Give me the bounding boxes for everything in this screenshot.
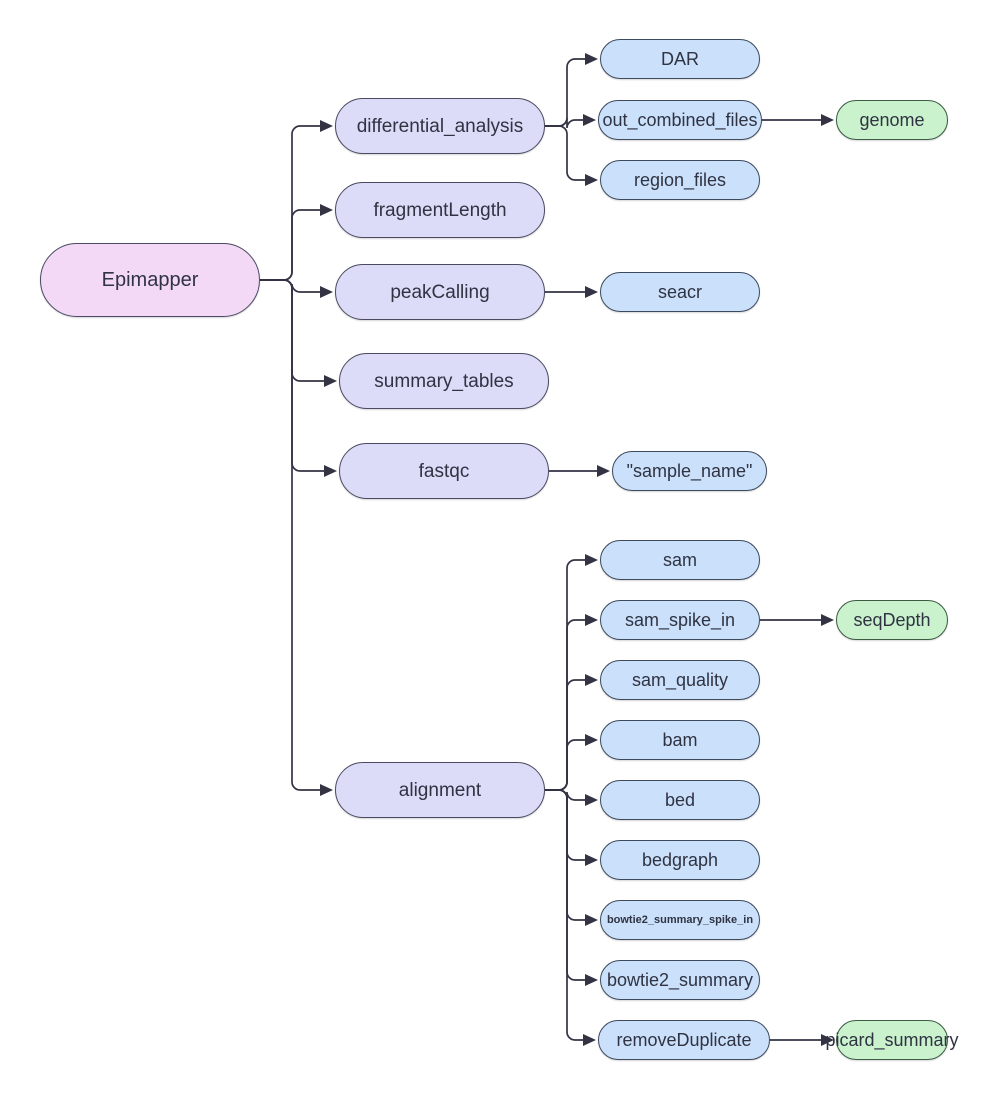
arrowhead-alignment-to-sam_spike_in	[585, 614, 598, 626]
node-label-bowtie2_summary_spike_in: bowtie2_summary_spike_in	[606, 913, 754, 926]
node-differential_analysis[interactable]: differential_analysis	[335, 98, 545, 154]
arrowhead-alignment-to-bed	[585, 794, 598, 806]
node-label-fastqc: fastqc	[418, 460, 470, 482]
node-label-region_files: region_files	[633, 170, 727, 190]
arrowhead-differential_analysis-to-region_files	[585, 174, 598, 186]
edge-alignment-to-sam	[545, 559, 585, 791]
node-sam_quality[interactable]: sam_quality	[600, 660, 760, 700]
arrowhead-alignment-to-bowtie2_summary	[585, 974, 598, 986]
edge-epimapper-to-differential_analysis	[260, 125, 320, 281]
arrowhead-alignment-to-bedgraph	[585, 854, 598, 866]
edge-differential_analysis-to-DAR	[545, 58, 585, 127]
node-peakCalling[interactable]: peakCalling	[335, 264, 545, 320]
arrowhead-peakCalling-to-seacr	[585, 286, 598, 298]
node-seacr[interactable]: seacr	[600, 272, 760, 312]
node-fastqc[interactable]: fastqc	[339, 443, 549, 499]
node-label-out_combined_files: out_combined_files	[602, 110, 758, 130]
node-label-epimapper: Epimapper	[101, 269, 199, 291]
node-alignment[interactable]: alignment	[335, 762, 545, 818]
node-sam[interactable]: sam	[600, 540, 760, 580]
node-label-DAR: DAR	[660, 49, 699, 69]
node-sample_name[interactable]: "sample_name"	[612, 451, 767, 491]
node-picard_summary[interactable]: picard_summary	[825, 1020, 959, 1060]
node-summary_tables[interactable]: summary_tables	[339, 353, 549, 409]
node-label-sam_quality: sam_quality	[631, 670, 729, 690]
edge-alignment-to-sam_spike_in	[545, 619, 585, 791]
node-removeDuplicate[interactable]: removeDuplicate	[598, 1020, 770, 1060]
node-label-picard_summary: picard_summary	[825, 1030, 959, 1050]
arrowhead-sam_spike_in-to-seqDepth	[821, 614, 834, 626]
edge-epimapper-to-fragmentLength	[260, 209, 320, 281]
edge-alignment-to-sam_quality	[545, 679, 585, 791]
edge-alignment-to-bedgraph	[545, 789, 585, 861]
arrowhead-out_combined_files-to-genome	[821, 114, 834, 126]
node-label-alignment: alignment	[398, 779, 482, 801]
arrowhead-removeDuplicate-to-picard_summary	[821, 1034, 834, 1046]
node-label-peakCalling: peakCalling	[390, 281, 490, 303]
arrowhead-differential_analysis-to-DAR	[585, 53, 598, 65]
node-label-seacr: seacr	[657, 282, 702, 302]
node-epimapper[interactable]: Epimapper	[40, 243, 260, 317]
node-label-differential_analysis: differential_analysis	[356, 115, 524, 137]
node-label-seqDepth: seqDepth	[853, 610, 931, 630]
node-label-sam_spike_in: sam_spike_in	[624, 610, 736, 630]
arrowhead-alignment-to-bam	[585, 734, 598, 746]
edge-alignment-to-bowtie2_summary	[545, 789, 585, 981]
node-label-genome: genome	[859, 110, 925, 130]
edge-alignment-to-bam	[545, 739, 585, 791]
node-label-bowtie2_summary: bowtie2_summary	[606, 970, 754, 990]
edge-alignment-to-bed	[545, 789, 585, 801]
arrowhead-epimapper-to-differential_analysis	[320, 120, 333, 132]
node-label-removeDuplicate: removeDuplicate	[616, 1030, 752, 1050]
node-label-bedgraph: bedgraph	[641, 850, 719, 870]
node-label-fragmentLength: fragmentLength	[373, 199, 507, 221]
edge-epimapper-to-summary_tables	[260, 279, 324, 382]
arrowhead-alignment-to-bowtie2_summary_spike_in	[585, 914, 598, 926]
edge-differential_analysis-to-region_files	[545, 125, 585, 181]
edge-alignment-to-bowtie2_summary_spike_in	[545, 789, 585, 921]
node-label-bam: bam	[662, 730, 698, 750]
node-DAR[interactable]: DAR	[600, 39, 760, 79]
node-bam[interactable]: bam	[600, 720, 760, 760]
node-label-summary_tables: summary_tables	[374, 370, 514, 392]
edge-epimapper-to-fastqc	[260, 279, 324, 472]
edge-epimapper-to-peakCalling	[260, 279, 320, 293]
edge-alignment-to-removeDuplicate	[545, 789, 583, 1041]
arrowhead-differential_analysis-to-out_combined_files	[583, 114, 596, 126]
node-seqDepth[interactable]: seqDepth	[836, 600, 948, 640]
node-label-sample_name: "sample_name"	[626, 461, 753, 481]
node-region_files[interactable]: region_files	[600, 160, 760, 200]
arrowhead-epimapper-to-fastqc	[324, 465, 337, 477]
node-label-bed: bed	[664, 790, 696, 810]
node-sam_spike_in[interactable]: sam_spike_in	[600, 600, 760, 640]
edge-epimapper-to-alignment	[260, 279, 320, 791]
node-bowtie2_summary_spike_in[interactable]: bowtie2_summary_spike_in	[600, 900, 760, 940]
arrowhead-fastqc-to-sample_name	[597, 465, 610, 477]
arrowhead-alignment-to-sam	[585, 554, 598, 566]
node-bed[interactable]: bed	[600, 780, 760, 820]
node-out_combined_files[interactable]: out_combined_files	[598, 100, 762, 140]
arrowhead-epimapper-to-summary_tables	[324, 375, 337, 387]
node-genome[interactable]: genome	[836, 100, 948, 140]
arrowhead-epimapper-to-fragmentLength	[320, 204, 333, 216]
node-label-sam: sam	[662, 550, 697, 570]
edge-differential_analysis-to-out_combined_files	[545, 117, 583, 129]
node-bedgraph[interactable]: bedgraph	[600, 840, 760, 880]
node-bowtie2_summary[interactable]: bowtie2_summary	[600, 960, 760, 1000]
arrowhead-epimapper-to-peakCalling	[320, 286, 333, 298]
arrowhead-epimapper-to-alignment	[320, 784, 333, 796]
node-fragmentLength[interactable]: fragmentLength	[335, 182, 545, 238]
arrowhead-alignment-to-removeDuplicate	[583, 1034, 596, 1046]
arrowhead-alignment-to-sam_quality	[585, 674, 598, 686]
